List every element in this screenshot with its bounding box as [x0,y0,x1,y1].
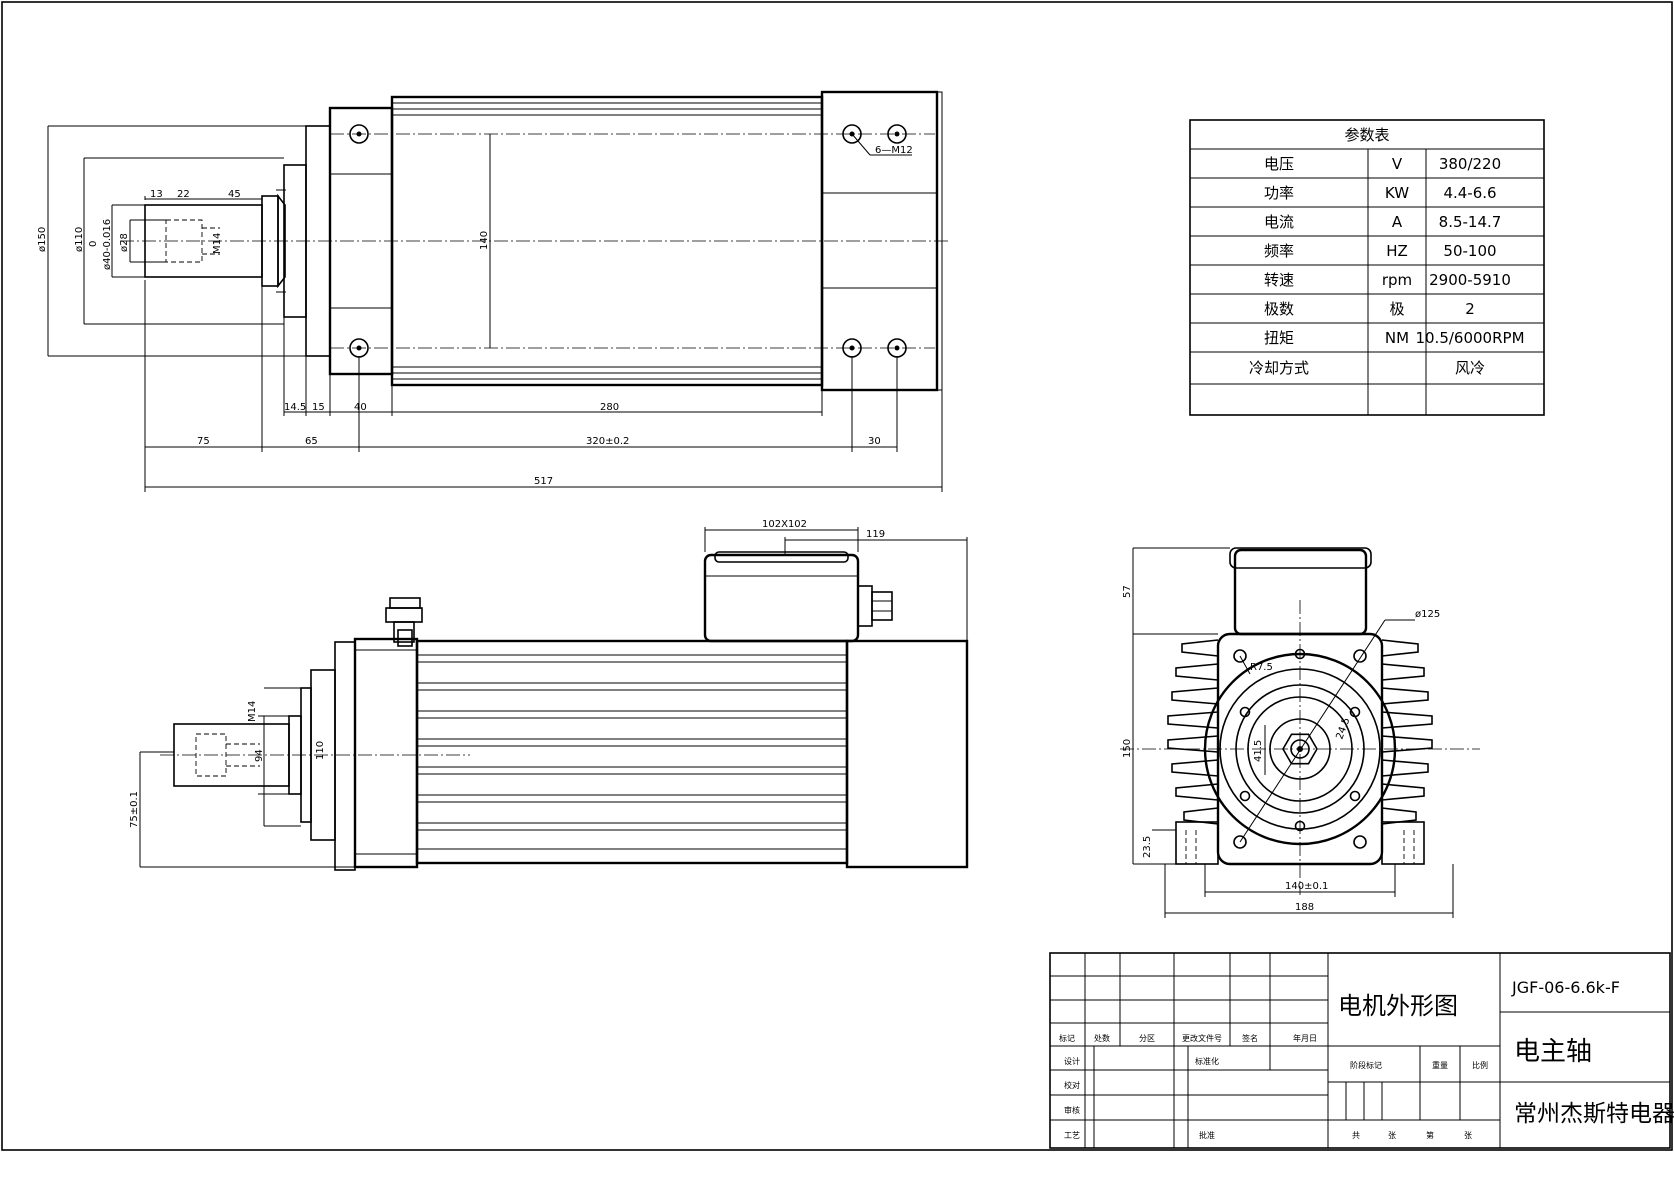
param-name: 极数 [1264,300,1294,318]
dim-41-5: 41.5 [1253,740,1264,762]
param-unit: A [1392,213,1403,231]
dim-d28: ø28 [119,233,130,252]
product-name: 电主轴 [1514,1037,1592,1067]
param-value: 50-100 [1443,242,1496,260]
param-name: 电流 [1264,213,1294,231]
dim-94: 94 [254,749,265,762]
param-unit: V [1392,155,1403,173]
param-value: 10.5/6000RPM [1415,329,1524,347]
param-value: 380/220 [1439,155,1501,173]
dim-front-150: 150 [1122,739,1133,758]
tb-review: 审核 [1064,1105,1080,1115]
tb-approve: 批准 [1199,1130,1215,1140]
tb-label: 分区 [1139,1034,1155,1043]
dim-d40-top: 0 [88,241,99,247]
tb-design: 设计 [1064,1056,1080,1066]
tb-sheet2: 张 [1464,1131,1472,1140]
tb-page: 第 [1426,1130,1434,1140]
company-name: 常州杰斯特电器 [1514,1101,1674,1127]
param-value: 8.5-14.7 [1439,213,1502,231]
param-name: 扭矩 [1264,329,1294,347]
dim-188: 188 [1295,902,1314,913]
tb-weight: 重量 [1432,1060,1448,1070]
param-name: 转速 [1264,271,1294,289]
param-name: 功率 [1264,184,1294,202]
param-value: 2 [1465,300,1475,318]
dim-40: 40 [354,402,367,413]
param-unit: KW [1385,184,1409,202]
tb-process: 工艺 [1064,1131,1080,1140]
param-header: 参数表 [1344,126,1389,144]
param-name: 冷却方式 [1249,359,1309,377]
dim-57: 57 [1122,585,1133,598]
tb-standard: 标准化 [1195,1056,1219,1066]
tb-stage: 阶段标记 [1350,1060,1382,1070]
dim-15: 15 [312,402,325,413]
dim-517: 517 [534,476,553,487]
tb-sheet1: 张 [1388,1131,1396,1140]
model-number: JGF-06-6.6k-F [1511,978,1620,997]
param-unit: 极 [1389,300,1404,318]
dim-side-m14: M14 [247,701,258,722]
title-block: 标记 处数 分区 更改文件号 签名 年月日 设计 标准化 校对 审核 工艺 批准… [1049,952,1674,1149]
dim-119: 119 [866,529,885,540]
front-view: 57 150 23.5 R7.5 ø125 24.5 41.5 140±0.1 … [1120,547,1480,918]
dim-75-tol: 75±0.1 [129,791,140,828]
dim-14-5: 14.5 [284,402,306,413]
dim-140-tol: 140±0.1 [1285,881,1328,892]
dim-320: 320±0.2 [586,436,629,447]
param-unit: HZ [1386,242,1408,260]
dim-75: 75 [197,436,210,447]
dim-140: 140 [479,231,490,250]
dim-30: 30 [868,436,881,447]
parameter-table: 参数表 电压 V 380/220 功率 KW 4.4-6.6 电流 A 8.5-… [1189,119,1545,416]
param-value: 2900-5910 [1429,271,1511,289]
dim-side-110: 110 [315,741,326,760]
tb-label: 处数 [1094,1033,1110,1043]
param-name: 电压 [1264,155,1294,173]
dim-24-5: 24.5 [1334,716,1352,741]
top-view: ø150 ø110 0 ø40-0.016 ø28 M14 13 22 45 1… [37,90,948,492]
page-frame [1,1,1673,1151]
tb-label: 签名 [1242,1033,1258,1043]
tb-label: 更改文件号 [1182,1033,1222,1043]
dim-box: 102X102 [762,519,807,530]
dim-d110: ø110 [74,227,85,252]
param-name: 频率 [1264,242,1294,260]
tb-check: 校对 [1064,1080,1080,1090]
tb-label: 标记 [1059,1033,1075,1043]
dim-13: 13 [150,189,163,200]
param-unit: NM [1385,329,1409,347]
dim-d40: ø40-0.016 [102,219,113,270]
dim-d125: ø125 [1415,609,1440,620]
side-view: 102X102 119 M14 94 110 75±0.1 [129,519,969,871]
dim-280: 280 [600,402,619,413]
param-value: 4.4-6.6 [1443,184,1496,202]
dim-45: 45 [228,189,241,200]
dim-65: 65 [305,436,318,447]
dim-d150: ø150 [37,227,48,252]
dim-m12: 6—M12 [875,145,913,156]
dim-23-5: 23.5 [1142,836,1153,858]
param-unit: rpm [1382,271,1412,289]
dim-22: 22 [177,189,190,200]
drawing-title: 电机外形图 [1338,992,1458,1020]
tb-total: 共 [1352,1131,1360,1140]
dim-r7-5: R7.5 [1250,662,1273,673]
param-value: 风冷 [1455,359,1485,377]
tb-scale: 比例 [1472,1060,1488,1070]
dim-m14: M14 [212,233,223,254]
tb-label: 年月日 [1293,1033,1317,1043]
